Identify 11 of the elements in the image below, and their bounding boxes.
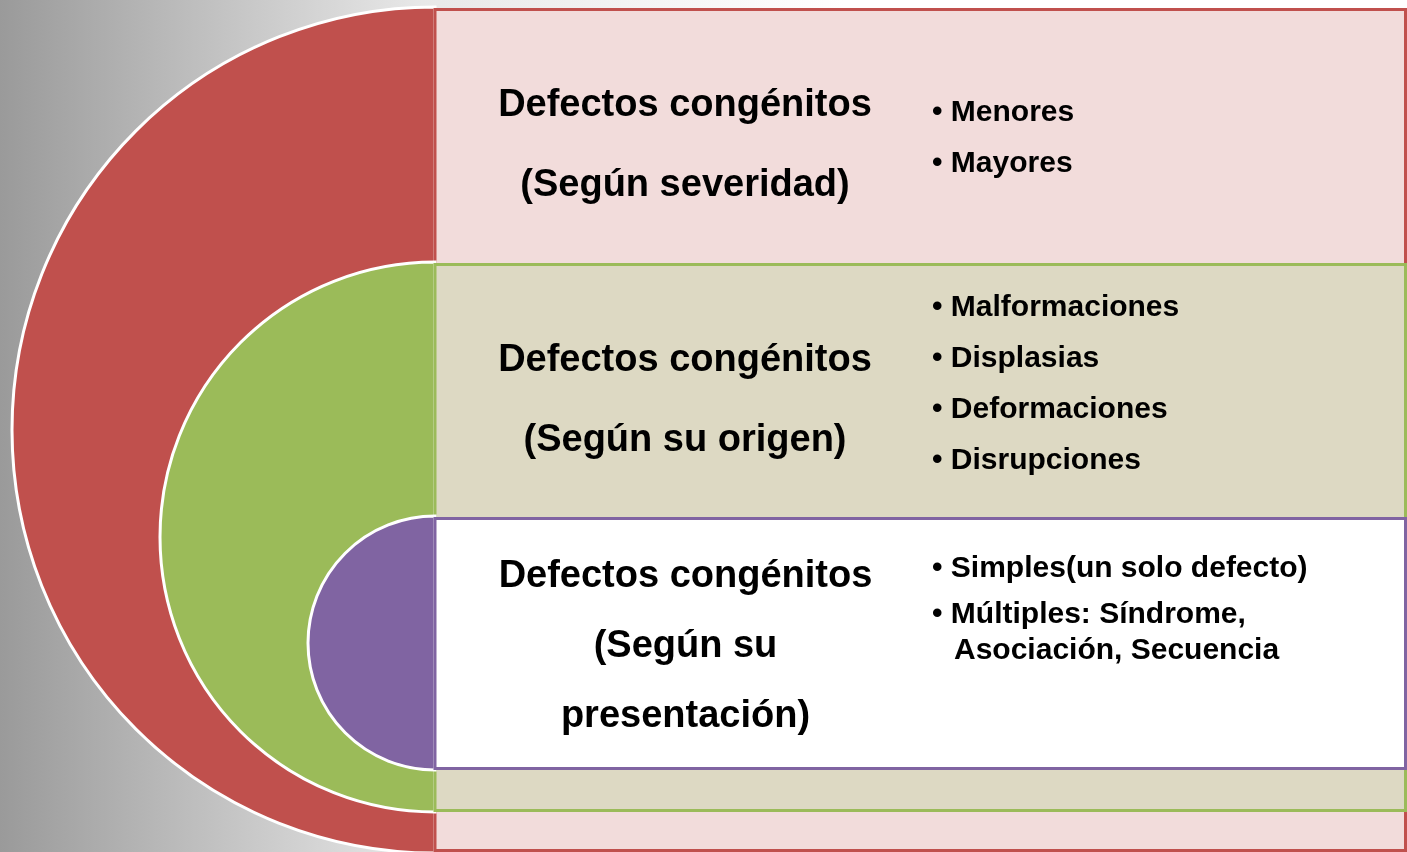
bullet-item: • Menores [932, 93, 1076, 129]
bullet-item: • Displasias [932, 339, 1101, 375]
bullet-item: • Múltiples: Síndrome, Asociación, Secuencia [932, 595, 1281, 667]
bullet-item: • Malformaciones [932, 288, 1181, 324]
category-heading: Defectos congénitos (Según su presentación) [497, 552, 874, 737]
category-heading: Defectos congénitos (Según su origen) [497, 336, 873, 461]
bullet-item: • Simples(un solo defecto) [932, 549, 1309, 585]
bullet-item: • Mayores [932, 144, 1074, 180]
category-heading: Defectos congénitos (Según severidad) [497, 81, 873, 206]
bullet-item: • Deformaciones [932, 390, 1169, 426]
bullet-item: • Disrupciones [932, 441, 1142, 477]
